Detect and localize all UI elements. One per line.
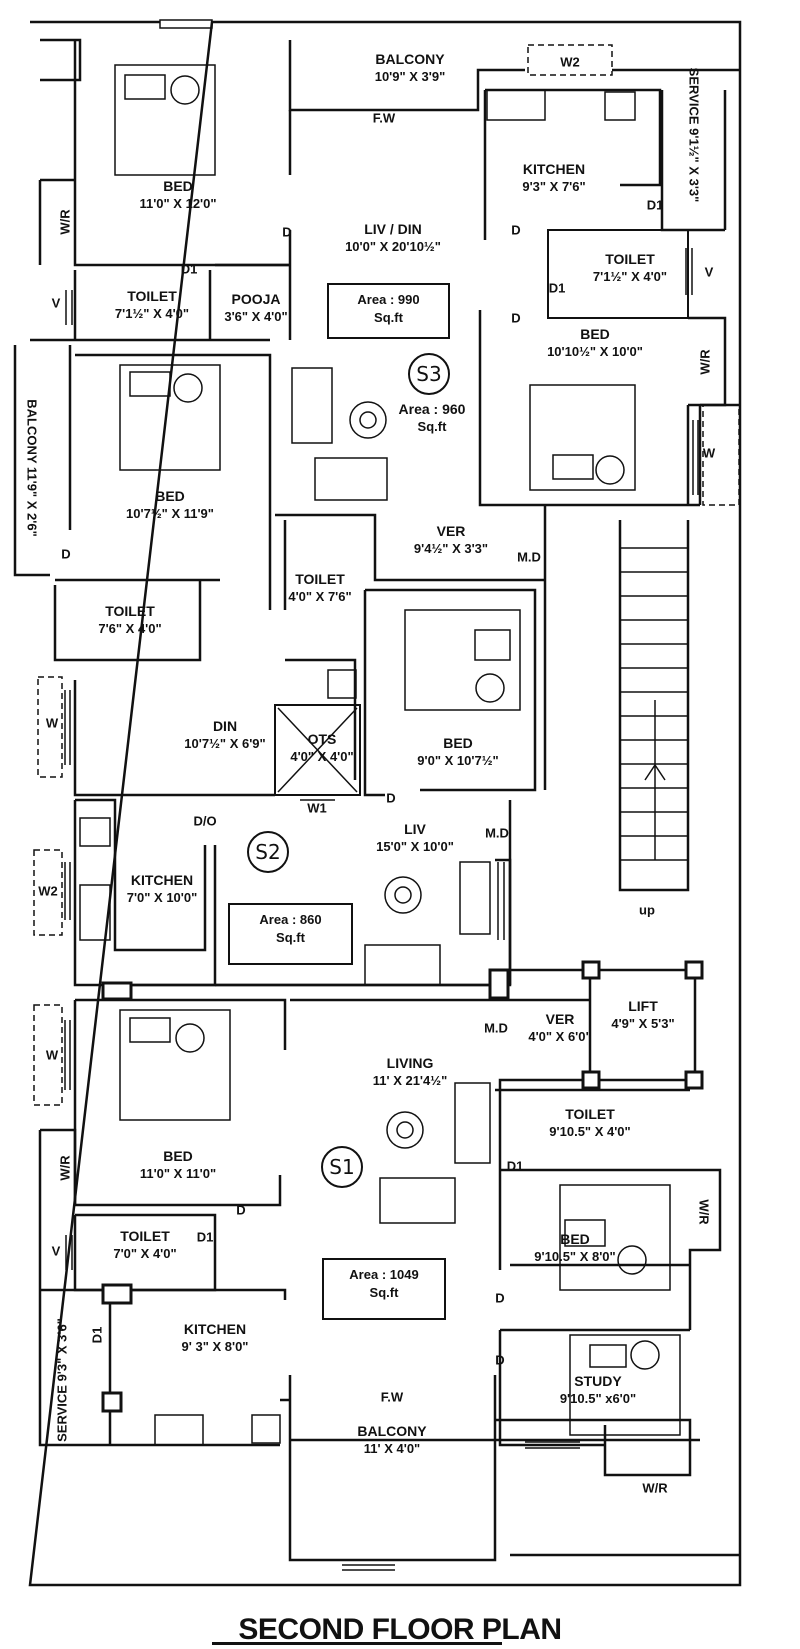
plan-title: SECOND FLOOR PLAN [238, 1613, 562, 1646]
title-underline [212, 1642, 502, 1645]
window-tag: W [702, 445, 716, 461]
window-w2-top [527, 44, 613, 76]
window-tag: W1 [307, 800, 327, 816]
room-balcony-left: BALCONY 11'9" X 2'6" [24, 399, 40, 537]
outer-wall [28, 20, 742, 1587]
ventilator-tag: V [704, 264, 714, 280]
w2-label-top: W2 [560, 54, 580, 70]
area-value-s3: Area : 990 [357, 292, 420, 307]
door-tag: D1 [89, 1326, 105, 1344]
room-service-top: SERVICE 9'1½" X 3'3" [686, 67, 702, 203]
unit-tag-s3: S3 [408, 353, 450, 395]
door-tag: D [495, 1352, 505, 1368]
area-box-s2: Area : 860 Sq.ft [228, 903, 353, 965]
unit-tag-s2: S2 [247, 831, 289, 873]
door-tag: D [386, 790, 396, 806]
window-top [159, 19, 213, 29]
area-box-s3: Area : 990 Sq.ft [327, 283, 450, 339]
door-tag: D/O [193, 813, 217, 829]
area-unit-s1: Sq.ft [369, 1285, 399, 1300]
ventilator-tag: V [51, 295, 61, 311]
area2-value-s3: Area : 960 [398, 401, 466, 417]
door-tag: D [236, 1202, 246, 1218]
window-tag: W [45, 1047, 59, 1063]
area-label-s3b: Area : 960 Sq.ft [399, 401, 466, 435]
main-door-tag: M.D [517, 549, 541, 565]
area-value-s1: Area : 1049 [349, 1267, 419, 1282]
window-tag: W [45, 715, 59, 731]
main-door-tag: M.D [485, 825, 509, 841]
area-unit-s3: Sq.ft [374, 310, 403, 325]
door-tag: D [61, 546, 71, 562]
window-left-1 [37, 676, 63, 778]
door-tag: D [511, 222, 521, 238]
door-tag: D [495, 1290, 505, 1306]
fw-label-bottom: F.W [380, 1389, 404, 1405]
wardrobe-tag: W/R [642, 1480, 668, 1496]
door-tag: D1 [180, 261, 198, 277]
door-tag: D1 [548, 280, 566, 296]
area-unit-s2: Sq.ft [276, 930, 305, 945]
unit-tag-s1: S1 [321, 1146, 363, 1188]
wardrobe-tag: W/R [696, 1199, 712, 1225]
door-tag: D1 [646, 197, 664, 213]
wardrobe-tag: W/R [57, 1155, 73, 1181]
stairs-outline [543, 505, 690, 892]
door-tag: D [511, 310, 521, 326]
room-service-bottom-left: SERVICE 9'3" X 3'6" [54, 1318, 70, 1442]
window-left-3 [33, 1004, 63, 1106]
wardrobe-tag: W/R [697, 349, 713, 375]
area-box-s1: Area : 1049 Sq.ft [322, 1258, 446, 1320]
window-tag: W2 [38, 883, 58, 899]
fw-label-top: F.W [372, 110, 396, 126]
stairs-up-label: up [639, 902, 655, 918]
door-tag: D1 [196, 1229, 214, 1245]
door-tag: D [282, 224, 292, 240]
window-left-2 [33, 849, 63, 936]
area2-unit-s3: Sq.ft [417, 419, 447, 434]
area-value-s2: Area : 860 [259, 912, 322, 927]
door-tag: D1 [506, 1158, 524, 1174]
ventilator-tag: V [51, 1243, 61, 1259]
wardrobe-tag: W/R [57, 209, 73, 235]
main-door-tag: M.D [484, 1020, 508, 1036]
